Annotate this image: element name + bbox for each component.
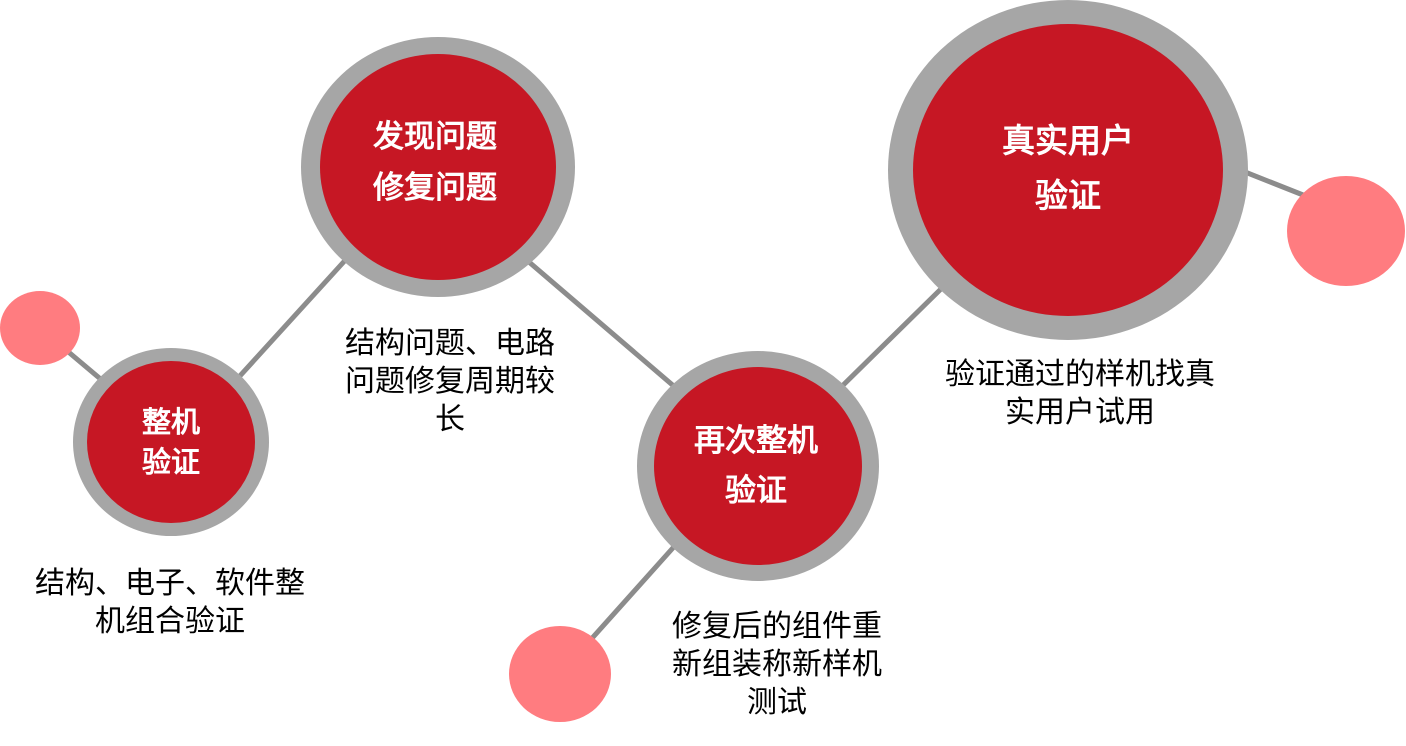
description-machine-verify: 结构、电子、软件整 机组合验证 bbox=[10, 565, 330, 641]
node-find-fix: 发现问题 修复问题 bbox=[301, 37, 575, 297]
node-circle bbox=[913, 24, 1223, 316]
description-re-verify: 修复后的组件重 新组装称新样机 测试 bbox=[652, 608, 902, 722]
description-line: 测试 bbox=[747, 685, 807, 720]
connector-node3-to-node4 bbox=[827, 282, 948, 401]
node-label-line-1: 发现问题 bbox=[372, 119, 497, 155]
node-label-line-1: 再次整机 bbox=[694, 423, 818, 459]
description-line: 验证通过的样机找真 bbox=[945, 357, 1215, 392]
description-line: 长 bbox=[435, 402, 465, 437]
description-line: 新组装称新样机 bbox=[672, 647, 882, 682]
node-label-line-1: 真实用户 bbox=[1002, 121, 1134, 160]
node-circle bbox=[654, 367, 862, 565]
node-circle bbox=[87, 361, 255, 523]
connector-node2-to-node3 bbox=[512, 247, 693, 403]
description-line: 问题修复周期较 bbox=[345, 364, 555, 399]
node-machine-verify: 整机 验证 bbox=[73, 348, 269, 536]
description-line: 修复后的组件重 bbox=[672, 609, 882, 644]
description-line: 结构问题、电路 bbox=[345, 326, 555, 361]
accent-dot-left bbox=[0, 291, 80, 365]
node-re-verify: 再次整机 验证 bbox=[637, 351, 879, 581]
node-user-verify: 真实用户 验证 bbox=[888, 0, 1248, 340]
node-label-line-2: 验证 bbox=[725, 473, 787, 509]
accent-dot-right bbox=[1287, 176, 1405, 286]
description-user-verify: 验证通过的样机找真 实用户试用 bbox=[920, 356, 1240, 432]
node-label-line-2: 验证 bbox=[142, 445, 200, 479]
node-label-line-1: 整机 bbox=[142, 405, 200, 439]
node-circle bbox=[320, 54, 556, 280]
description-find-fix: 结构问题、电路 问题修复周期较 长 bbox=[325, 325, 575, 439]
description-line: 结构、电子、软件整 bbox=[35, 566, 305, 601]
accent-dot-bottom bbox=[509, 626, 611, 722]
node-label-line-2: 验证 bbox=[1035, 176, 1101, 215]
node-label-line-2: 修复问题 bbox=[372, 170, 497, 206]
description-line: 实用户试用 bbox=[1005, 395, 1155, 430]
description-line: 机组合验证 bbox=[95, 604, 245, 639]
